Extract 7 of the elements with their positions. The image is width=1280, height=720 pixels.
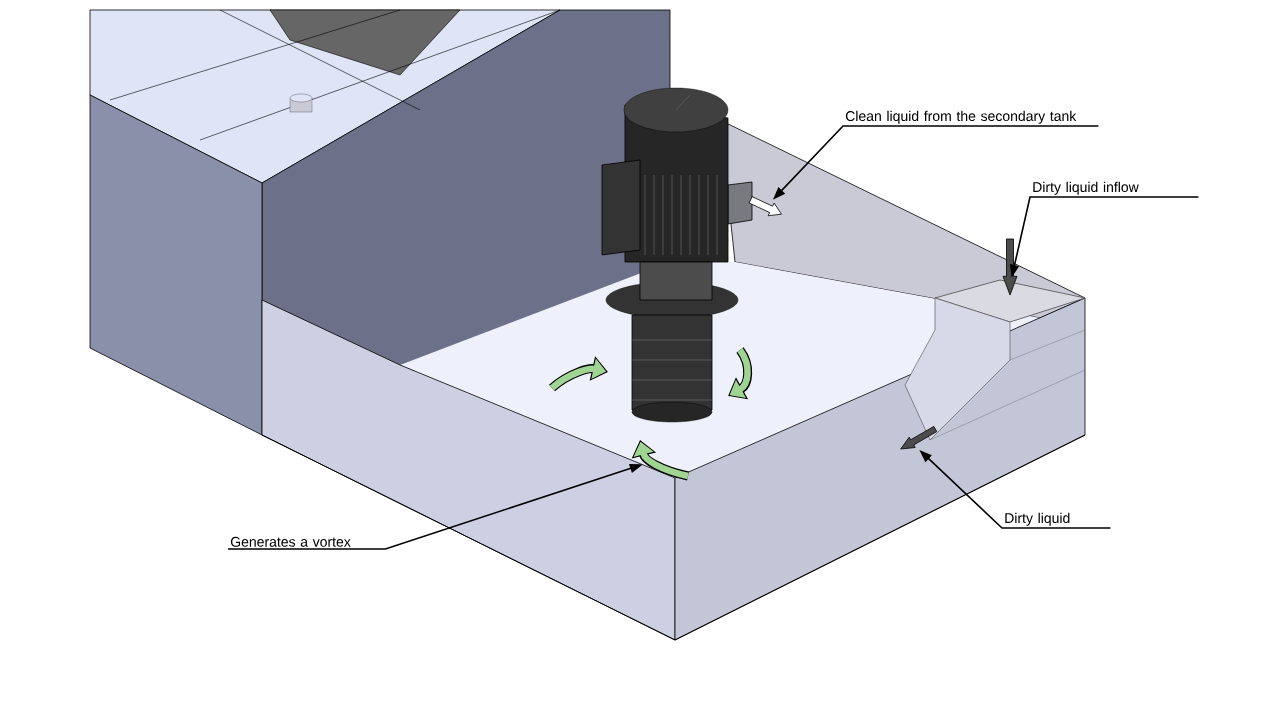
flow-arrow <box>1002 238 1018 296</box>
callout-text: Generates a vortex <box>230 536 351 547</box>
callout-text: Dirty liquid <box>1005 512 1070 526</box>
flow-arrow <box>900 426 938 450</box>
callout-text: Clean liquid from the secondary tank <box>845 110 1077 124</box>
flow-arrow <box>748 196 782 217</box>
callout-text: Dirty liquid inflow <box>1033 181 1139 195</box>
